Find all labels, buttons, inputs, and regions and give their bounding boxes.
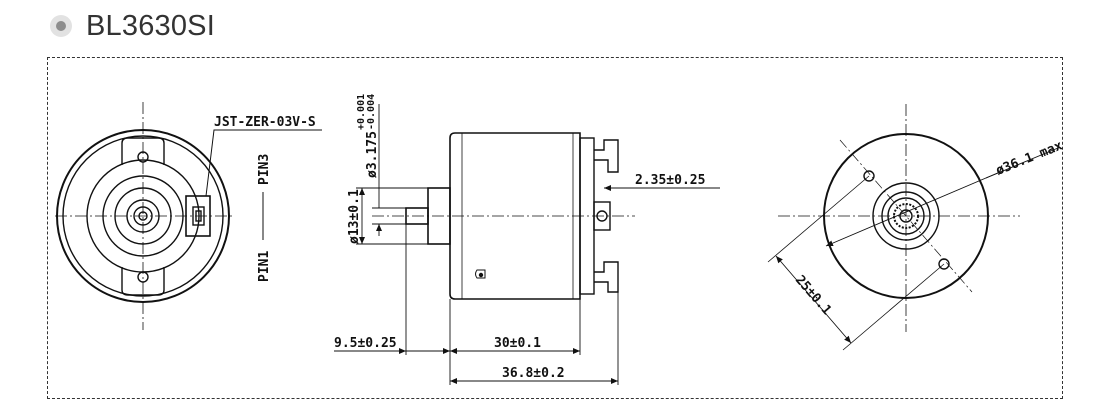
shaft-tol-minus: -0.004 xyxy=(366,94,377,130)
boss-diameter-label: ø13±0.1 xyxy=(347,189,362,244)
terminal-offset-label: 2.35±0.25 xyxy=(635,173,705,188)
side-view xyxy=(372,132,635,300)
connector-label: JST-ZER-03V-S xyxy=(214,115,316,130)
rear-view xyxy=(767,104,1059,351)
product-title: BL3630SI xyxy=(86,9,215,42)
max-diameter-label: ø36.1 max xyxy=(994,138,1065,178)
shaft-tol-plus: +0.001 xyxy=(356,94,367,130)
shaft-length-label: 9.5±0.25 xyxy=(334,336,397,351)
pin3-label: PIN3 xyxy=(257,154,272,185)
page-header: BL3630SI xyxy=(50,6,215,46)
side-dimensions xyxy=(334,104,720,385)
pin-labels: PIN3 PIN1 xyxy=(257,154,272,282)
total-length-label: 36.8±0.2 xyxy=(502,366,565,381)
hole-spacing-label: 25±0.1 xyxy=(792,273,834,318)
front-view xyxy=(55,102,322,330)
drawing-frame xyxy=(47,57,1063,399)
body-length-label: 30±0.1 xyxy=(494,336,541,351)
pin1-label: PIN1 xyxy=(257,251,272,282)
radio-dot-icon xyxy=(50,15,72,37)
shaft-diameter-label: ø3.175 xyxy=(365,131,380,178)
